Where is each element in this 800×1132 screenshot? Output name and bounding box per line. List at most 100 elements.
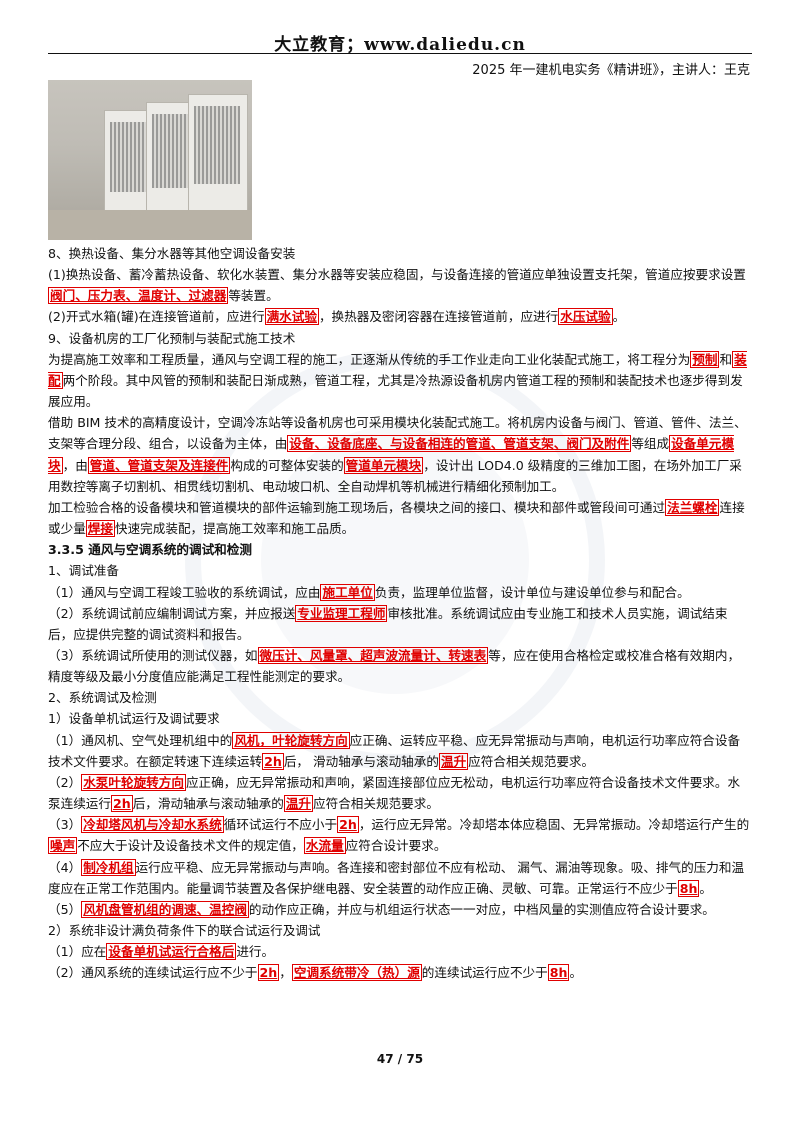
key-term: 2h [257,964,280,982]
text-run: 运行应平稳、应无异常振动与声响。各连接和密封部位不应有松动、 漏气、漏油等现象。… [48,859,745,896]
key-term: 法兰螺栓 [665,498,720,516]
subsection-title: 2、系统调试及检测 [48,690,157,706]
text-run: 和 [719,351,733,367]
text-run: ，设计出 LOD4.0 级精度的三维加工图，在场外加工厂采用数控等离子切割机、相… [48,457,742,494]
text-run: 。 [699,880,713,896]
key-term: 施工单位 [320,583,375,601]
text-run: （1）应在 [48,944,107,960]
section-8-title: 8、换热设备、集分水器等其他空调设备安装 [48,246,296,261]
key-term: 制冷机组 [81,858,136,876]
key-term: 2h [110,795,133,813]
key-term: 设备单机试运行合格后 [106,943,237,961]
key-term: 管道单元模块 [343,456,424,474]
text-run: 等组成 [631,436,670,452]
section-3-3-5-heading: 3.3.5 通风与空调系统的调试和检测 [48,542,252,558]
text-run: （2）通风系统的连续试运行应不少于 [48,965,258,981]
paragraph: （5）风机盘管机组的调速、温控阀的动作应正确，并应与机组运行状态一一对应，中档风… [48,899,752,920]
text-run: 的动作应正确，并应与机组运行状态一一对应，中档风量的实测值应符合设计要求。 [248,901,715,917]
text-run: 应符合相关规范要求。 [313,796,439,812]
section-9-title: 9、设备机房的工厂化预制与装配式施工技术 [48,330,296,346]
document-body: 8、换热设备、集分水器等其他空调设备安装 (1)换热设备、蓄冷蓄热设备、软化水装… [48,243,752,983]
paragraph: （2）系统调试前应编制调试方案，并应报送专业监理工程师审核批准。系统调试应由专业… [48,603,752,645]
key-term: 水泵叶轮旋转方向 [81,773,186,791]
text-run: 连接或少量 [48,499,745,537]
text-run: 两个阶段。其中风管的预制和装配日渐成熟，管道工程，尤其是冷热源设备机房内管道工程… [48,372,743,410]
key-term: 风机盘管机组的调速、温控阀 [81,900,249,918]
header-brand: 大立教育；www.daliedu.cn [274,35,526,55]
text-run: 借助 BIM 技术的高精度设计，空调冷冻站等设备机房也可采用模块化装配式施工。将… [48,415,747,452]
key-term: 水压试验 [558,308,613,326]
text-run: (2)开式水箱(罐)在连接管道前，应进行 [48,309,265,325]
key-term: 焊接 [85,520,115,538]
key-term: 阀门、压力表、温度计、过滤器 [48,287,229,305]
text-run: 。 [569,965,583,981]
text-run: （2）系统调试前应编制调试方案，并应报送 [48,605,296,621]
text-run: （3）系统调试所使用的测试仪器，如 [48,647,258,663]
key-term: 专业监理工程师 [295,604,388,622]
text-run: ，运行应无异常。冷却塔本体应稳固、无异常振动。冷却塔运行产生的 [358,817,750,833]
subsection-title: 1、调试准备 [48,563,119,579]
key-term: 2h [262,752,284,770]
paragraph: (2)开式水箱(罐)在连接管道前，应进行满水试验，换热器及密闭容器在连接管道前，… [48,306,752,327]
text-run: 循环试运行不应小于 [223,817,338,833]
key-term: 8h [547,964,570,982]
text-run: （2） [48,774,82,790]
text-run: 审核批准。系统调试应由专业施工和技术人员实施，调试结束后，应提供完整的调试资料和… [48,605,728,642]
text-run: 不应大于设计及设备技术文件的规定值， [77,838,304,854]
key-term: 设备、设备底座、与设备相连的管道、管道支架、阀门及附件 [287,435,632,453]
key-term: 满水试验 [264,308,319,326]
paragraph: 借助 BIM 技术的高精度设计，空调冷冻站等设备机房也可采用模块化装配式施工。将… [48,412,752,497]
paragraph: 为提高施工效率和工程质量，通风与空调工程的施工，正逐渐从传统的手工作业走向工业化… [48,349,752,412]
text-run: ，由 [62,457,88,473]
key-term: 冷却塔风机与冷却水系统 [81,816,224,834]
paragraph: （1）应在设备单机试运行合格后进行。 [48,941,752,962]
text-run: （1）通风与空调工程竣工验收的系统调试，应由 [48,584,321,600]
text-run: （3） [48,817,82,833]
text-run: 后， 滑动轴承与滚动轴承的 [283,753,439,769]
text-run: 应正确、运转应平稳、应无异常振动与声响，电机运行功率应符合设备技术文件要求。在额… [48,732,741,769]
text-run: 构成的可整体安装的 [230,457,344,473]
text-run: 负责，监理单位监督，设计单位与建设单位参与和配合。 [374,584,690,600]
key-term: 预制 [690,350,720,368]
text-run: ， [279,965,292,981]
header-course-info: 2025 年一建机电实务《精讲班》，主讲人：王克 [472,63,750,78]
air-conditioning-units-photo [48,80,252,240]
key-term: 空调系统带冷（热）源 [291,964,422,982]
text-run: （1）通风机、空气处理机组中的 [48,732,233,748]
text-run: 等，应在使用合格检定或校准合格有效期内，精度等级及最小分度值应能满足工程性能测定… [48,647,741,685]
subsection-title: 1）设备单机试运行及调试要求 [48,711,220,727]
key-term: 微压计、风量罩、超声波流量计、转速表 [257,646,489,664]
key-term: 温升 [438,752,469,770]
text-run: （4） [48,859,82,875]
paragraph: 加工检验合格的设备模块和管道模块的部件运输到施工现场后，各模块之间的接口、模块和… [48,497,752,539]
text-run: 应符合相关规范要求。 [468,753,595,769]
key-term: 温升 [283,795,314,813]
text-run: 后，滑动轴承与滚动轴承的 [132,796,284,812]
paragraph: （1）通风机、空气处理机组中的风机，叶轮旋转方向应正确、运转应平稳、应无异常振动… [48,730,752,772]
key-term: 噪声 [48,837,78,855]
key-term: 风机，叶轮旋转方向 [232,731,350,749]
text-run: （5） [48,901,82,917]
text-run: ，换热器及密闭容器在连接管道前，应进行 [318,309,559,325]
text-run: 快速完成装配，提高施工效率和施工品质。 [114,521,355,537]
key-term: 设备单元模块 [48,435,735,474]
text-run: 进行。 [236,944,275,960]
page-number: 47 / 75 [376,1052,424,1066]
text-run: 。 [612,309,626,325]
paragraph: （2）水泵叶轮旋转方向应正确，应无异常振动和声响，紧固连接部位应无松动，电机运行… [48,772,752,814]
text-run: 应符合设计要求。 [345,838,447,854]
text-run: (1)换热设备、蓄冷蓄热设备、软化水装置、集分水器等安装应稳固，与设备连接的管道… [48,267,746,283]
paragraph: （4）制冷机组运行应平稳、应无异常振动与声响。各连接和密封部位不应有松动、 漏气… [48,857,752,899]
paragraph: （1）通风与空调工程竣工验收的系统调试，应由施工单位负责，监理单位监督，设计单位… [48,582,752,603]
paragraph: （3）系统调试所使用的测试仪器，如微压计、风量罩、超声波流量计、转速表等，应在使… [48,645,752,687]
header-rule [48,53,752,54]
paragraph: (1)换热设备、蓄冷蓄热设备、软化水装置、集分水器等安装应稳固，与设备连接的管道… [48,264,752,306]
key-term: 2h [337,816,359,834]
text-run: 加工检验合格的设备模块和管道模块的部件运输到施工现场后，各模块之间的接口、模块和… [48,499,666,515]
subsection-title: 2）系统非设计满负荷条件下的联合试运行及调试 [48,923,321,938]
key-term: 管道、管道支架及连接件 [87,456,231,474]
text-run: 的连续试运行应不少于 [421,965,548,981]
text-run: 等装置。 [228,288,279,304]
